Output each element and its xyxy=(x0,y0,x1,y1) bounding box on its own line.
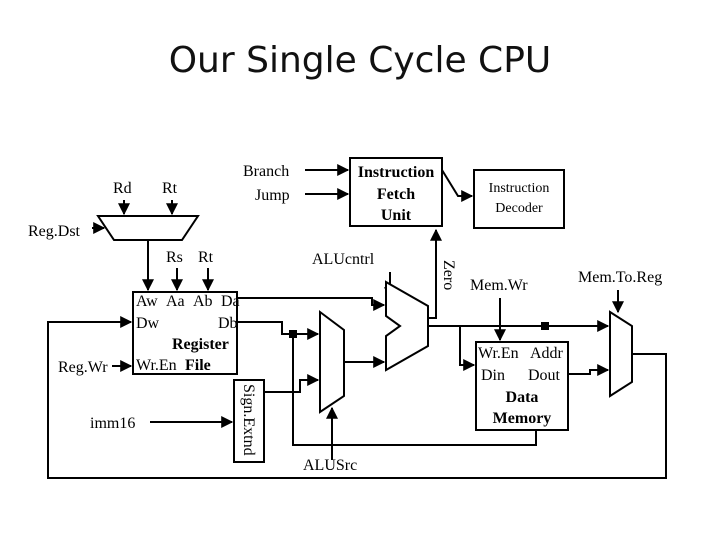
rf-da: Da xyxy=(221,293,240,310)
data-memory xyxy=(475,341,569,431)
rt-top-label: Rt xyxy=(162,180,178,197)
alusrc-label: ALUSrc xyxy=(303,457,357,474)
rf-aw: Aw xyxy=(136,293,158,310)
instruction-decoder xyxy=(473,169,565,229)
dm-dout: Dout xyxy=(528,367,561,384)
memtoreg-label: Mem.To.Reg xyxy=(578,269,662,286)
rf-db: Db xyxy=(218,315,238,332)
rf-ab: Ab xyxy=(193,293,213,310)
sign-extend-unit xyxy=(233,379,265,463)
fetch-line2: Fetch xyxy=(377,186,415,203)
regdst-label: Reg.Dst xyxy=(28,223,81,240)
bypass-junction-dot xyxy=(541,322,549,330)
zero-to-fetch-arrow xyxy=(428,228,442,319)
decoder-line1: Instruction xyxy=(489,181,550,196)
dm-din: Din xyxy=(481,367,505,384)
memwr-label: Mem.Wr xyxy=(470,277,528,294)
regwr-label: Reg.Wr xyxy=(58,359,108,376)
decoder-line2: Decoder xyxy=(495,201,543,216)
regdst-mux xyxy=(96,215,200,241)
da-to-alu-wire xyxy=(237,297,386,311)
rf-register: Register xyxy=(172,336,229,353)
dm-wren: Wr.En xyxy=(478,345,519,362)
instruction-fetch-unit xyxy=(349,157,443,227)
alu-to-addr-wire xyxy=(428,325,476,371)
writeback-wire xyxy=(47,316,667,479)
jump-label: Jump xyxy=(255,187,290,204)
alusrc-mux xyxy=(319,310,345,414)
signext-label: Sign.Extnd xyxy=(240,384,257,456)
dm-memory: Memory xyxy=(493,410,552,427)
aluctrl-label: ALUcntrl xyxy=(312,251,375,268)
alu xyxy=(385,280,429,372)
fetch-line3: Unit xyxy=(381,207,412,224)
branch-label: Branch xyxy=(243,163,289,180)
rf-file: File xyxy=(185,357,211,374)
memtoreg-mux xyxy=(609,310,633,398)
db-to-alusrc-wire xyxy=(237,321,320,340)
fetch-line1: Instruction xyxy=(358,164,435,181)
slide-title: Our Single Cycle CPU xyxy=(168,40,552,81)
rt-mid-label: Rt xyxy=(198,249,214,266)
dm-data: Data xyxy=(506,389,539,406)
rf-wren: Wr.En xyxy=(136,357,177,374)
rf-aa: Aa xyxy=(166,293,185,310)
dm-addr: Addr xyxy=(530,345,564,362)
register-file xyxy=(132,291,238,375)
zero-label: Zero xyxy=(440,260,457,290)
signext-to-alusrc-wire xyxy=(264,374,320,393)
dout-to-mux-wire xyxy=(568,364,610,376)
rd-label: Rd xyxy=(113,180,132,197)
rs-label: Rs xyxy=(166,249,183,266)
db-junction-dot xyxy=(289,330,297,338)
fetch-to-decoder-arrow xyxy=(441,169,474,202)
imm16-label: imm16 xyxy=(90,415,135,432)
rf-dw: Dw xyxy=(136,315,160,332)
